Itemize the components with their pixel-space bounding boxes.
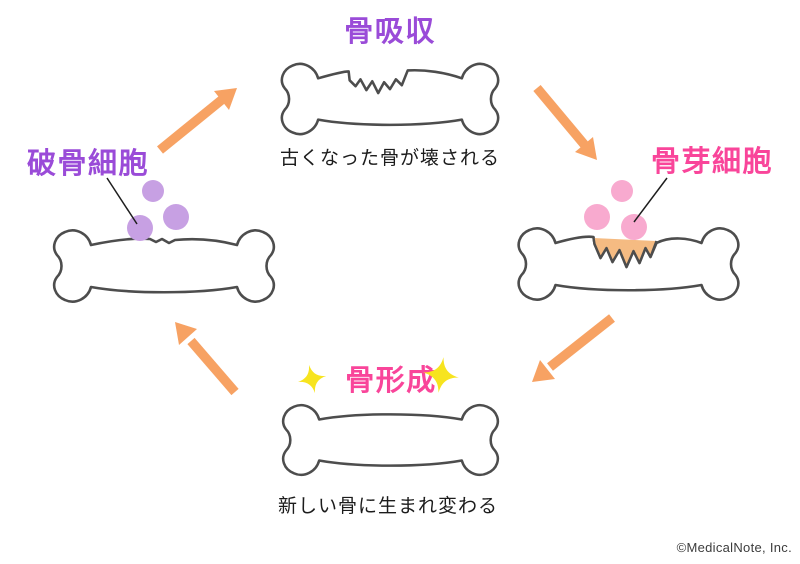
osteoclast-cell bbox=[127, 215, 153, 241]
bone-with-notch bbox=[280, 62, 500, 136]
copyright-text: ©MedicalNote, Inc. bbox=[676, 540, 792, 555]
osteoclast-cell bbox=[142, 180, 164, 202]
osteoclast-cells bbox=[127, 180, 189, 241]
osteoclast-cell bbox=[163, 204, 189, 230]
label-bone-formation: 骨形成 bbox=[345, 365, 437, 397]
arrow-osteoclast-to-resorption-icon bbox=[157, 88, 237, 154]
bone-resorption-illustration bbox=[280, 62, 500, 136]
osteoblast-cell bbox=[584, 204, 610, 230]
sparkle-icon bbox=[297, 364, 327, 394]
arrow-osteoblast-to-formation-icon bbox=[532, 314, 615, 382]
label-bone-resorption: 骨吸収 bbox=[344, 16, 436, 48]
arrow-formation-to-osteoclast-icon bbox=[175, 322, 239, 396]
label-osteoclast: 破骨細胞 bbox=[27, 148, 150, 180]
sparkle-icon bbox=[423, 357, 459, 393]
osteoblast-cells bbox=[584, 180, 647, 240]
osteoblast-cell bbox=[621, 214, 647, 240]
osteoclast-bone-illustration bbox=[52, 229, 276, 303]
caption-bone-formation: 新しい骨に生まれ変わる bbox=[277, 496, 498, 517]
caption-bone-resorption: 古くなった骨が壊される bbox=[279, 148, 500, 169]
bone-formation-illustration bbox=[281, 403, 500, 477]
arrow-resorption-to-osteoblast-icon bbox=[533, 84, 597, 160]
osteoblast-cell bbox=[611, 180, 633, 202]
pit-outline bbox=[592, 237, 658, 269]
bone-with-wobble bbox=[52, 229, 276, 303]
osteoblast-bone-illustration bbox=[517, 227, 740, 301]
healthy-bone bbox=[281, 403, 500, 477]
label-osteoblast: 骨芽細胞 bbox=[651, 146, 774, 178]
